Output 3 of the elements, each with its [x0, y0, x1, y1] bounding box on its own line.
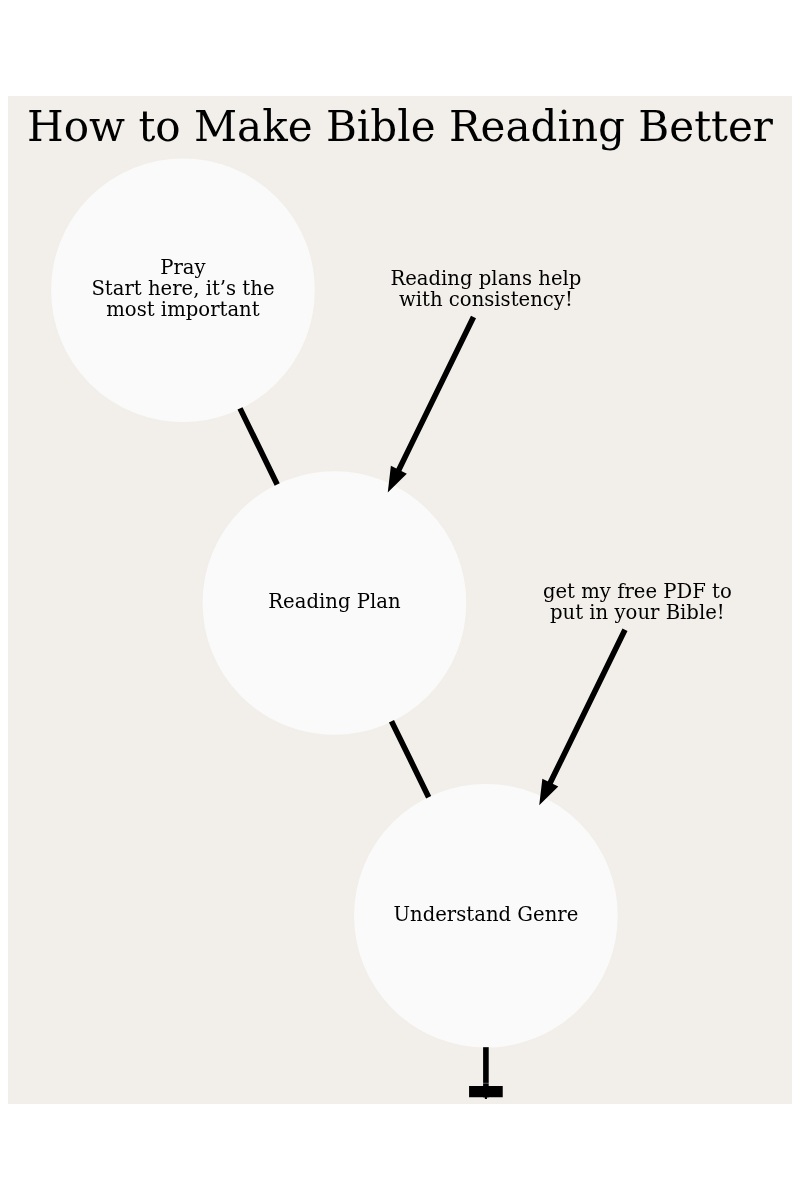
node-text: Reading plans help with consistency!: [390, 266, 582, 311]
node-text: get my free PDF to put in your Bible!: [542, 579, 732, 624]
diagram-title: How to Make Bible Reading Better: [27, 101, 773, 151]
